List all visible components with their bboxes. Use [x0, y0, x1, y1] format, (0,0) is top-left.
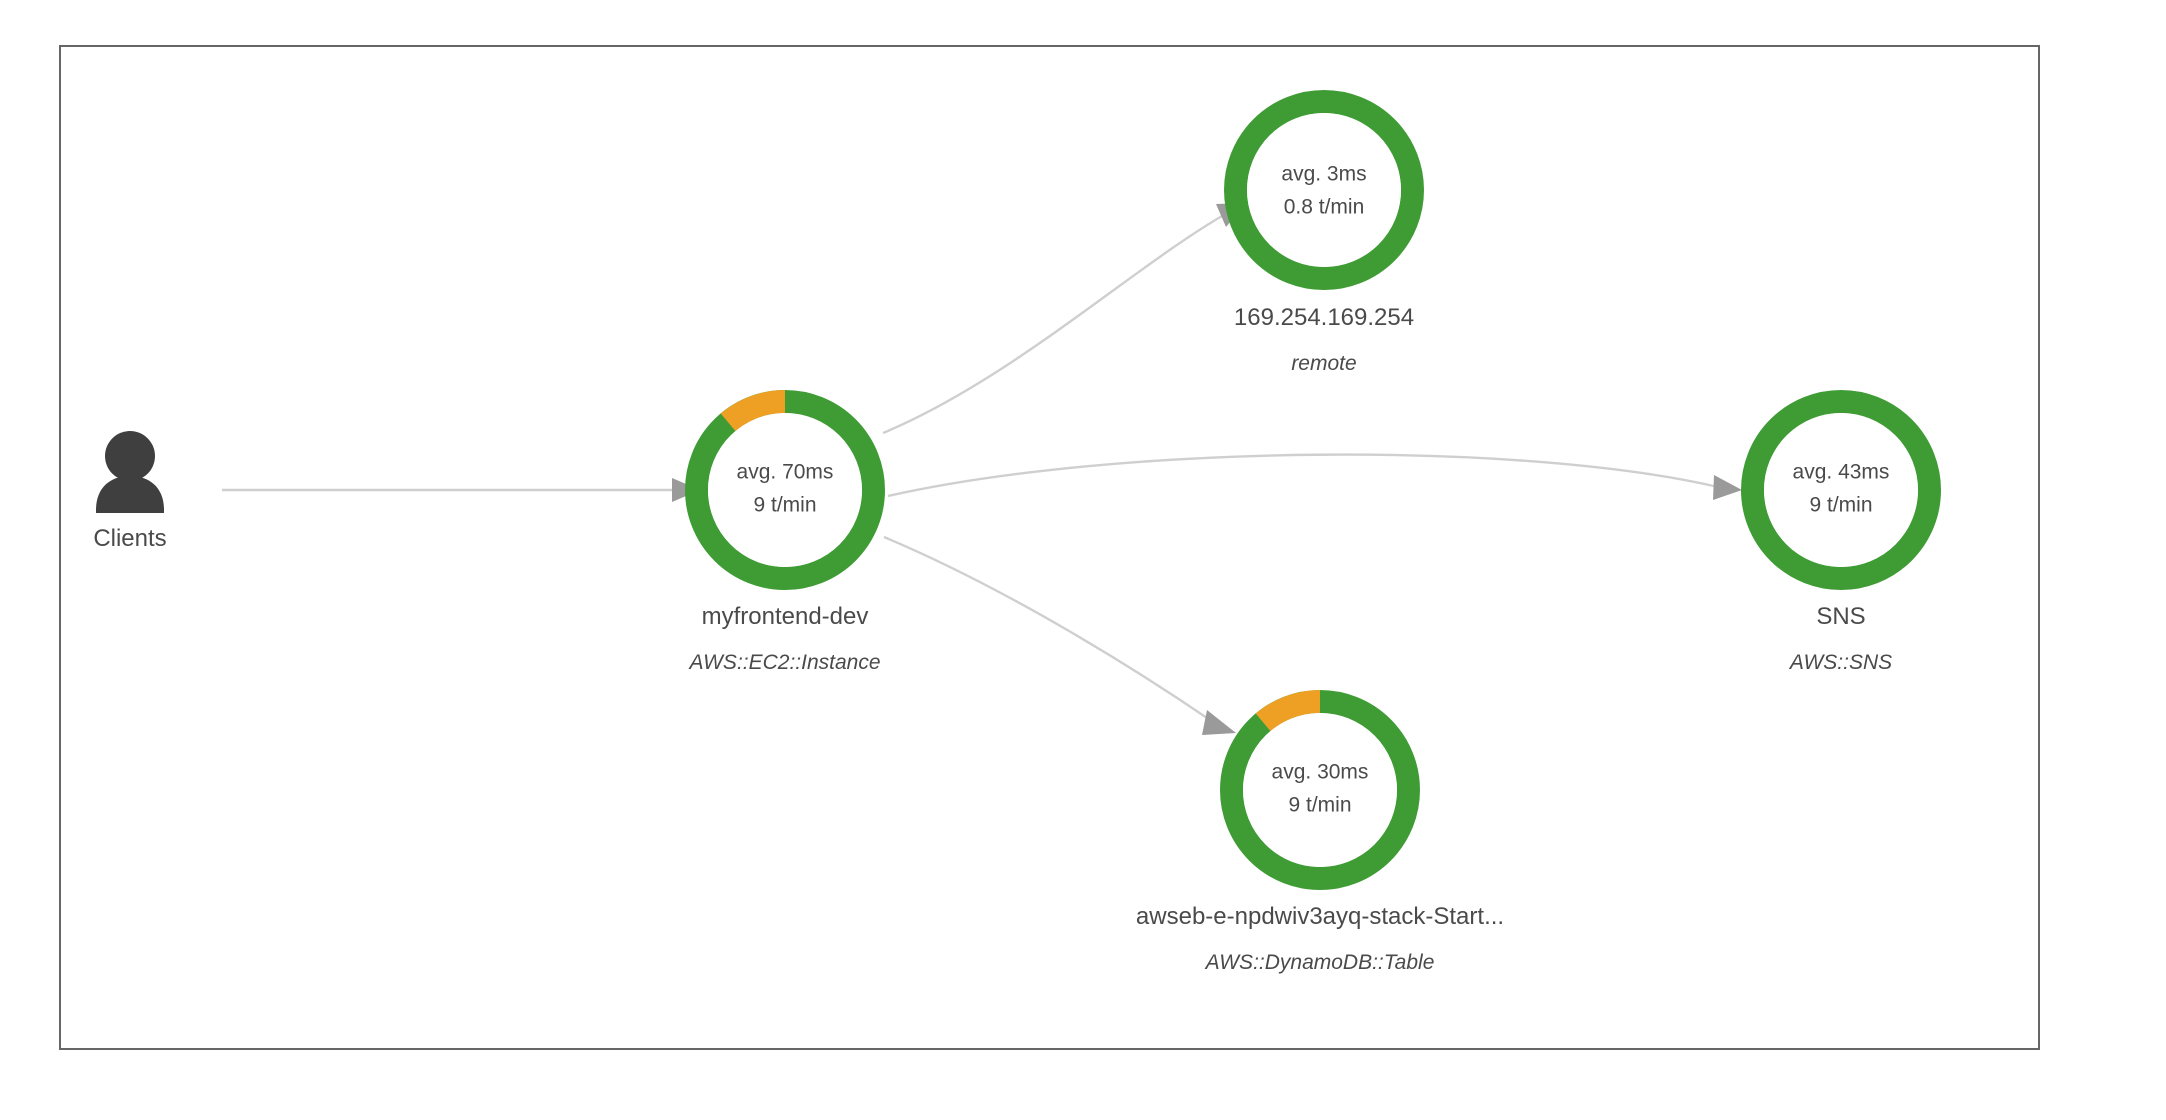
node-avg-latency: avg. 43ms: [1793, 461, 1890, 484]
edge-frontend-to-remote[interactable]: [882, 203, 1246, 435]
node-throughput: 9 t/min: [1809, 494, 1872, 517]
node-avg-latency: avg. 70ms: [737, 461, 834, 484]
node-throughput: 9 t/min: [753, 494, 816, 517]
edge-frontend-to-sns[interactable]: [887, 453, 1742, 500]
node-avg-latency: avg. 30ms: [1272, 761, 1369, 784]
node-throughput: 9 t/min: [1288, 794, 1351, 817]
node-ring-ok: [1741, 390, 1941, 590]
clients-node[interactable]: Clients: [93, 431, 167, 552]
node-type: remote: [1291, 352, 1356, 375]
node-title: myfrontend-dev: [702, 603, 869, 630]
clients-label: Clients: [93, 525, 166, 552]
edge-clients-to-frontend[interactable]: [222, 478, 700, 502]
node-title: 169.254.169.254: [1234, 304, 1414, 331]
node-type: AWS::DynamoDB::Table: [1204, 951, 1435, 974]
node-throughput: 0.8 t/min: [1284, 196, 1365, 219]
node-title: awseb-e-npdwiv3ayq-stack-Start...: [1136, 903, 1504, 930]
node-myfrontend-dev[interactable]: avg. 70ms 9 t/min myfrontend-dev AWS::EC…: [685, 390, 885, 675]
node-ring-warn: [720, 390, 786, 432]
node-avg-latency: avg. 3ms: [1281, 163, 1366, 186]
node-type: AWS::SNS: [1788, 651, 1892, 674]
node-title: SNS: [1816, 603, 1865, 630]
node-type: AWS::EC2::Instance: [687, 651, 880, 674]
person-icon: [96, 431, 164, 513]
node-ring-ok: [1224, 90, 1424, 290]
node-sns[interactable]: avg. 43ms 9 t/min SNS AWS::SNS: [1741, 390, 1941, 675]
node-dynamodb-table[interactable]: avg. 30ms 9 t/min awseb-e-npdwiv3ayq-sta…: [1136, 690, 1504, 975]
node-remote-169-254-169-254[interactable]: avg. 3ms 0.8 t/min 169.254.169.254 remot…: [1224, 90, 1424, 376]
service-map-canvas[interactable]: [59, 45, 2040, 1050]
node-ring-warn: [1255, 690, 1321, 732]
edge-frontend-to-dynamodb[interactable]: [883, 535, 1236, 735]
